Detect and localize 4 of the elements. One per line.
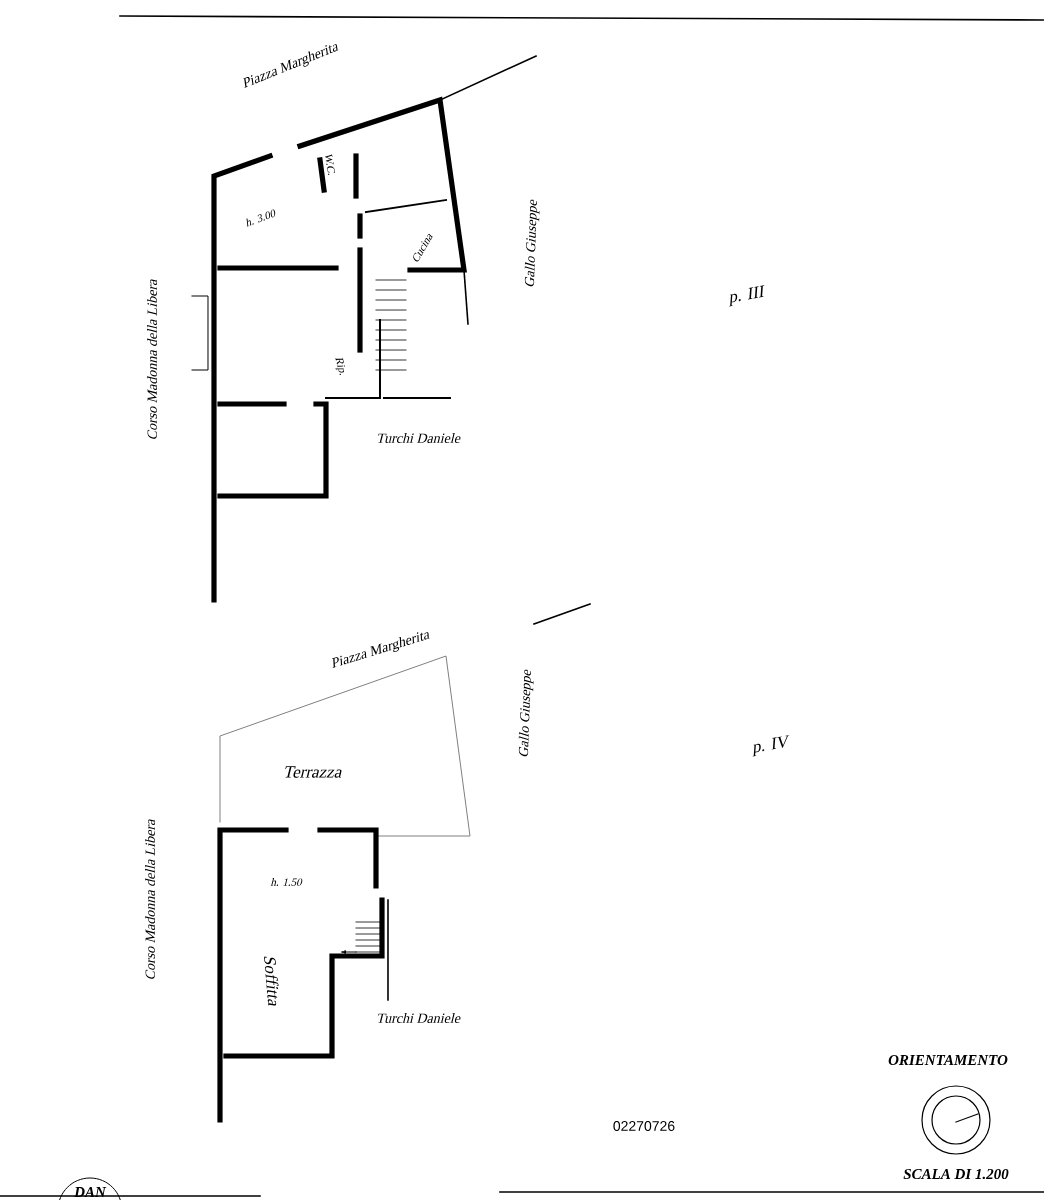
room-label: Terrazza bbox=[285, 766, 342, 778]
floor-label: p. IV bbox=[752, 735, 790, 757]
room-label: Soffitta bbox=[264, 956, 279, 1006]
floor-label: p. III bbox=[729, 285, 765, 307]
